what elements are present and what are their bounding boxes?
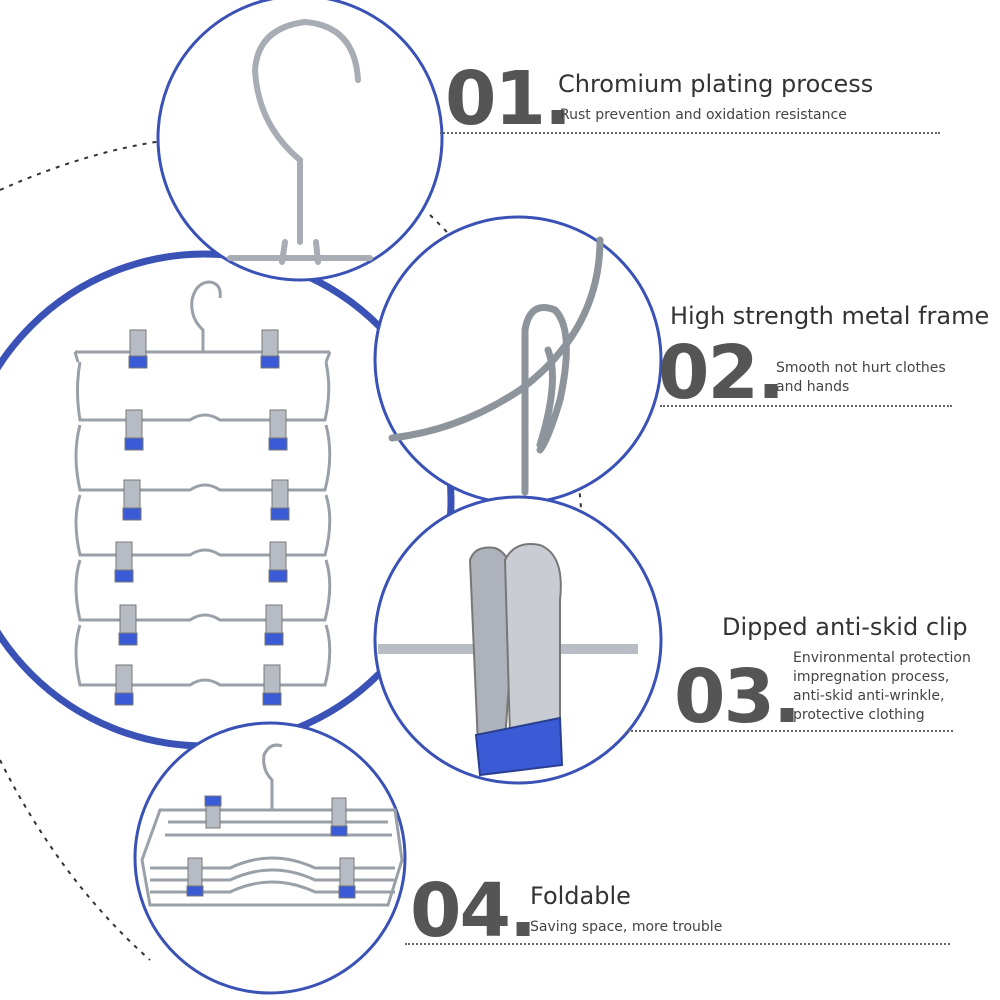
dotted-divider xyxy=(440,132,940,134)
feature-number: 03. xyxy=(674,654,801,740)
feature-title: Foldable xyxy=(530,882,631,910)
feature-title: Dipped anti-skid clip xyxy=(722,613,968,641)
feature-title: High strength metal frame xyxy=(670,302,990,330)
dotted-divider xyxy=(660,405,952,407)
dotted-divider xyxy=(405,943,950,945)
feature-description: Smooth not hurt clothes and hands xyxy=(776,360,946,395)
feature-description: Saving space, more trouble xyxy=(530,919,723,935)
feature-description: Environmental protection impregnation pr… xyxy=(793,650,971,723)
feature-number: 04. xyxy=(410,868,537,954)
hanger-clips xyxy=(114,329,290,706)
dotted-divider xyxy=(628,730,953,732)
folded-hanger-image xyxy=(140,743,404,907)
feature-number: 02. xyxy=(658,330,785,416)
feature-number: 01. xyxy=(445,56,572,142)
metal-frame-image xyxy=(388,236,604,496)
feature-description: Rust prevention and oxidation resistance xyxy=(560,107,847,123)
clip-image xyxy=(378,543,638,777)
chrome-hook-image xyxy=(227,18,373,265)
feature-title: Chromium plating process xyxy=(558,70,874,98)
folded-hanger-clips xyxy=(186,795,356,899)
six-tier-hanger-image xyxy=(73,280,332,687)
